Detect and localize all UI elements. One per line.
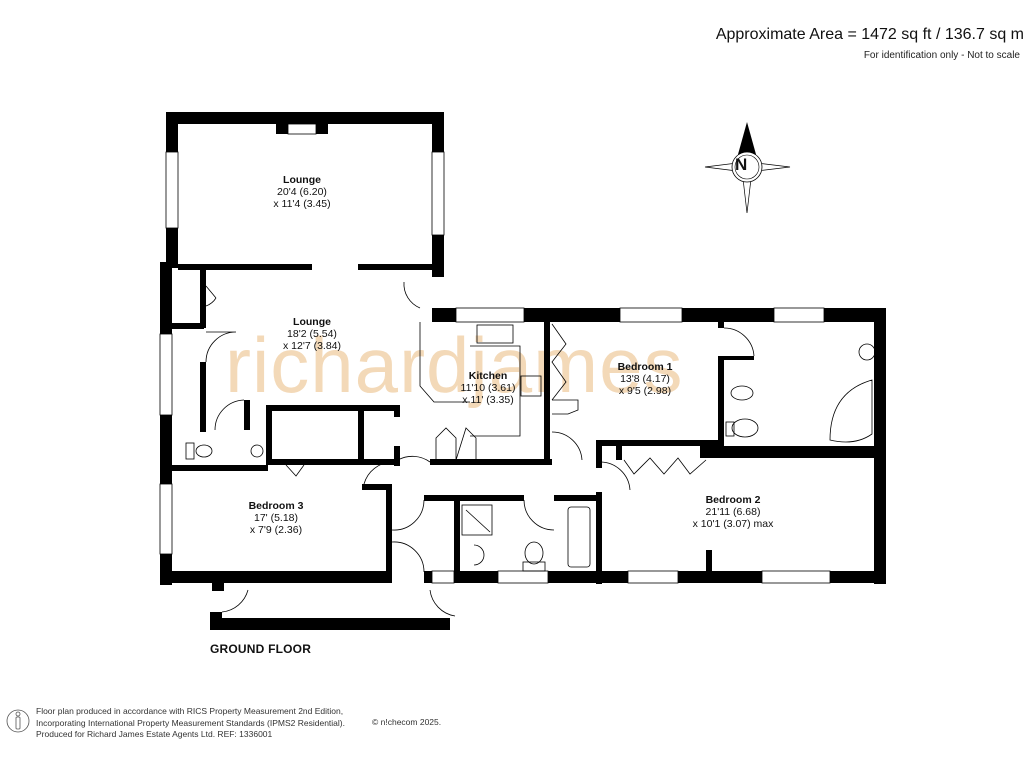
room-dim-width: x 10'1 (3.07) max <box>692 518 774 530</box>
footer-line-2: Incorporating International Property Mea… <box>36 717 345 728</box>
info-person-icon <box>6 709 30 733</box>
compass-north-label: N <box>735 155 748 174</box>
floor-label: GROUND FLOOR <box>210 642 312 656</box>
room-dim-length: 20'4 (6.20) <box>277 186 327 198</box>
room-dim-length: 21'11 (6.68) <box>705 506 761 518</box>
scale-disclaimer: For identification only - Not to scale <box>863 50 1020 61</box>
copyright: © n!checom 2025. <box>372 717 442 727</box>
room-name: Lounge <box>293 316 331 328</box>
north-compass-icon <box>704 122 791 214</box>
room-dim-length: 18'2 (5.54) <box>287 328 337 340</box>
footer-line-3: Produced for Richard James Estate Agents… <box>36 729 273 739</box>
room-label-bedroom-2: Bedroom 2 21'11 (6.68) x 10'1 (3.07) max <box>693 494 774 530</box>
room-label-kitchen: Kitchen 11'10 (3.61) x 11' (3.35) <box>461 370 516 406</box>
footer-notes: Floor plan produced in accordance with R… <box>36 706 345 741</box>
walls <box>160 112 886 630</box>
room-dim-width: x 9'5 (2.98) <box>618 385 672 397</box>
room-dim-width: x 11' (3.35) <box>462 394 514 406</box>
room-label-lounge-upper: Lounge 20'4 (6.20) x 11'4 (3.45) <box>273 174 330 210</box>
room-dim-width: x 7'9 (2.36) <box>249 524 303 536</box>
footer-line-1: Floor plan produced in accordance with R… <box>36 706 344 716</box>
room-dim-width: x 12'7 (3.84) <box>282 340 342 352</box>
room-dim-length: 13'8 (4.17) <box>620 373 670 385</box>
room-name: Bedroom 1 <box>617 361 673 373</box>
approximate-area: Approximate Area = 1472 sq ft / 136.7 sq… <box>715 26 1024 43</box>
room-dim-length: 11'10 (3.61) <box>460 382 516 394</box>
room-dim-width: x 11'4 (3.45) <box>273 198 331 210</box>
room-label-bedroom-1: Bedroom 1 13'8 (4.17) x 9'5 (2.98) <box>618 361 673 397</box>
room-dim-length: 17' (5.18) <box>253 512 299 524</box>
room-name: Lounge <box>283 174 321 186</box>
room-name: Bedroom 3 <box>248 500 304 512</box>
room-label-bedroom-3: Bedroom 3 17' (5.18) x 7'9 (2.36) <box>249 500 304 536</box>
room-name: Bedroom 2 <box>705 494 761 506</box>
room-name: Kitchen <box>468 370 508 382</box>
room-label-lounge-lower: Lounge 18'2 (5.54) x 12'7 (3.84) <box>283 316 341 352</box>
watermark-text: richardjames <box>225 321 683 409</box>
